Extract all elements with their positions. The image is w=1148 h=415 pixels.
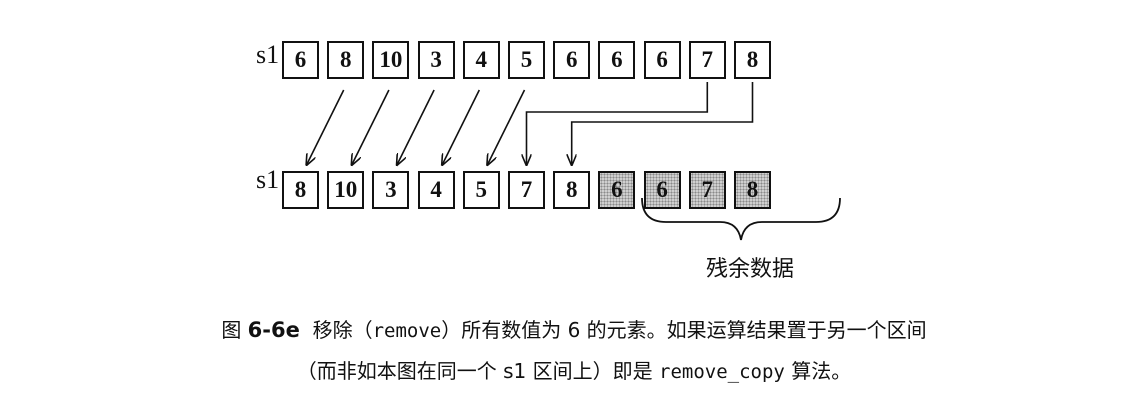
top-cell-8: 6 <box>643 41 681 79</box>
bottom-cell-9: 7 <box>688 171 726 209</box>
bottom-cell-4: 5 <box>462 171 500 209</box>
elbow-arrow-1 <box>572 82 754 165</box>
top-cell-6: 6 <box>553 41 591 79</box>
caption-text-1b: ）所有数值为 6 的元素。如果运算结果置于另一个区间 <box>441 318 927 342</box>
top-cell-4: 4 <box>462 41 500 79</box>
caption-code-remove: remove <box>372 320 442 342</box>
bottom-cell-3: 4 <box>417 171 455 209</box>
move-arrow-0 <box>307 89 345 165</box>
top-cell-3: 3 <box>417 41 455 79</box>
move-arrow-4 <box>487 89 526 165</box>
top-cell-1: 8 <box>327 41 365 79</box>
figure-prefix: 图 <box>221 318 248 342</box>
bottom-cell-6: 8 <box>553 171 591 209</box>
move-arrow-1 <box>352 89 390 165</box>
top-cell-2: 10 <box>372 41 410 79</box>
caption-text-2a: （而非如本图在同一个 s1 区间上）即是 <box>296 359 659 383</box>
top-cell-0: 6 <box>282 41 319 79</box>
bottom-cell-8: 6 <box>643 171 681 209</box>
caption-code-remove-copy: remove_copy <box>659 361 785 383</box>
residual-data-label: 残余数据 <box>706 257 795 282</box>
bottom-cell-7: 6 <box>598 171 636 209</box>
bottom-cell-1: 10 <box>327 171 365 209</box>
figure-caption-line-2: （而非如本图在同一个 s1 区间上）即是 remove_copy 算法。 <box>0 355 1148 384</box>
residual-brace <box>641 197 841 241</box>
bottom-cell-5: 7 <box>508 171 545 209</box>
bottom-cell-2: 3 <box>372 171 410 209</box>
figure-number: 6-6e <box>247 318 300 342</box>
move-arrow-2 <box>397 89 435 165</box>
top-sequence-label: s1 <box>256 40 280 69</box>
move-arrows <box>0 82 841 241</box>
bottom-sequence-label: s1 <box>256 165 280 194</box>
top-cell-7: 6 <box>598 41 636 79</box>
bottom-cell-10: 8 <box>734 171 771 209</box>
move-arrow-3 <box>442 89 481 165</box>
top-cell-9: 7 <box>688 41 726 79</box>
elbow-arrow-0 <box>527 82 709 165</box>
top-cell-10: 8 <box>734 41 771 79</box>
caption-text-2b: 算法。 <box>784 359 852 383</box>
top-cell-5: 5 <box>508 41 545 79</box>
caption-text-1a: 移除（ <box>299 318 373 342</box>
bottom-cell-0: 8 <box>282 171 319 209</box>
figure-caption-line-1: 图 6-6e 移除（remove）所有数值为 6 的元素。如果运算结果置于另一个… <box>0 314 1148 343</box>
